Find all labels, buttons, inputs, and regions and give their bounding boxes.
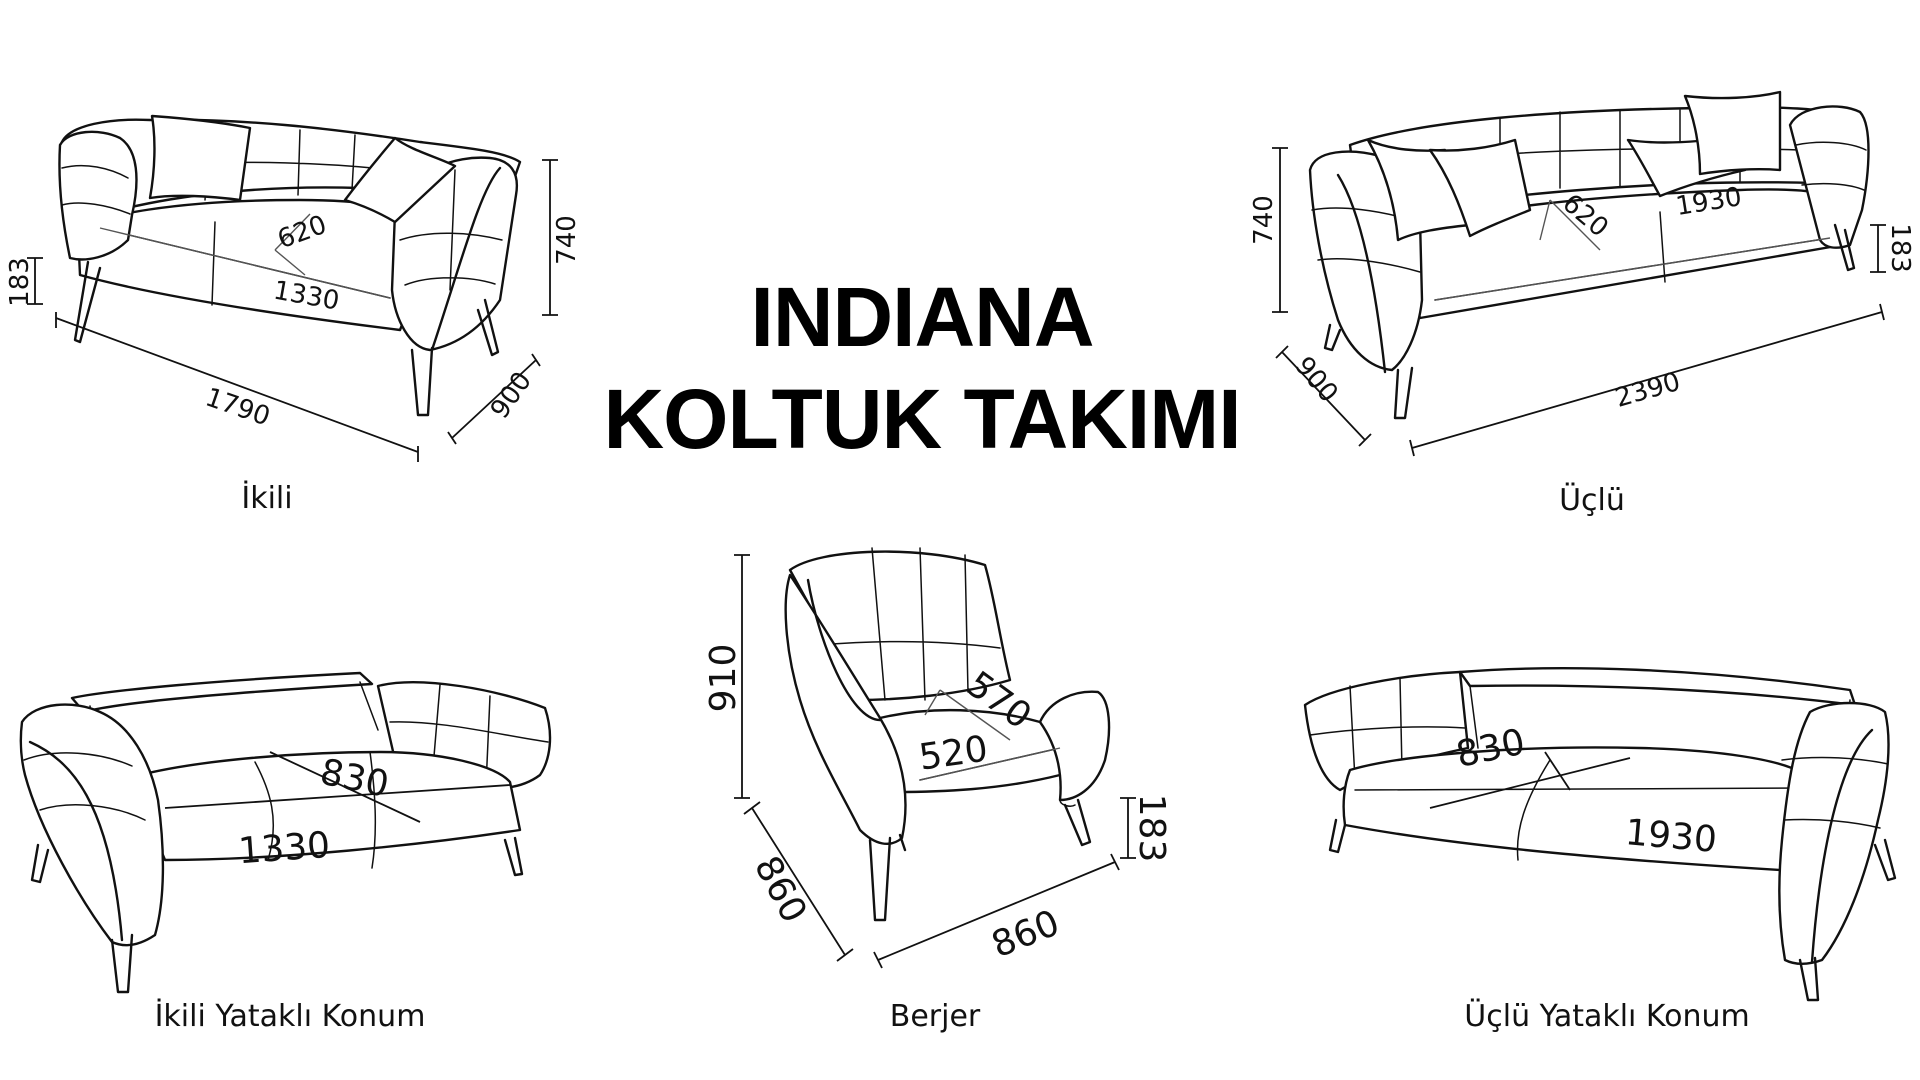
diagram-uclu: 2390 900 740 183 1930 620 Üçlü: [1249, 90, 1915, 518]
dim-berjer-leg: 183: [1131, 794, 1172, 863]
dim-ikili-leg: 183: [5, 257, 35, 307]
armchair-drawing-berjer: [784, 547, 1111, 922]
dim-berjer-width: 860: [986, 902, 1065, 966]
dim-ikili-yatakli-bed-width: 1330: [237, 825, 331, 872]
dim-ikili-height: 740: [552, 215, 582, 265]
dim-berjer-seat-width: 520: [917, 729, 991, 779]
dimension-lines-uclu: [1272, 147, 1886, 457]
dim-ikili-depth: 900: [485, 366, 538, 424]
dimension-lines-berjer: [734, 554, 1136, 969]
diagram-ikili: 1790 900 740 183 1330 620 İkili: [5, 114, 582, 516]
diagram-ikili-yatakli: 830 1330 İkili Yataklı Konum: [19, 671, 552, 1034]
dim-uclu-leg: 183: [1885, 223, 1915, 273]
dim-uclu-width: 2390: [1612, 367, 1684, 414]
dim-uclu-depth: 900: [1289, 351, 1344, 408]
sofa-drawing-uclu: [1308, 90, 1870, 420]
diagram-berjer: 910 860 860 183 520 570 Berjer: [703, 547, 1172, 1034]
title-block: INDIANA KOLTUK TAKIMI: [603, 270, 1241, 466]
sofa-bed-drawing-ikili: [19, 671, 552, 994]
dim-berjer-depth: 860: [746, 850, 814, 930]
sofa-drawing-ikili: [58, 114, 522, 417]
dim-berjer-height: 910: [703, 644, 744, 713]
dimension-lines-uclu-yatakli: [1429, 751, 1631, 809]
dim-ikili-width: 1790: [201, 382, 273, 432]
caption-uclu-yatakli: Üçlü Yataklı Konum: [1464, 998, 1749, 1034]
title-line-2: KOLTUK TAKIMI: [603, 372, 1240, 466]
diagram-uclu-yatakli: 830 1930 Üçlü Yataklı Konum: [1303, 667, 1897, 1034]
dim-uclu-height: 740: [1249, 195, 1279, 245]
caption-ikili: İkili: [241, 480, 292, 516]
dim-uclu-yatakli-bed-width: 1930: [1624, 812, 1719, 861]
dimension-lines-ikili-yatakli: [164, 751, 511, 823]
caption-berjer: Berjer: [890, 999, 981, 1034]
caption-ikili-yatakli: İkili Yataklı Konum: [155, 998, 426, 1034]
caption-uclu: Üçlü: [1559, 482, 1625, 518]
sofa-bed-drawing-uclu: [1303, 667, 1897, 1002]
title-line-1: INDIANA: [751, 270, 1094, 364]
dimension-lines-ikili: [27, 159, 558, 462]
